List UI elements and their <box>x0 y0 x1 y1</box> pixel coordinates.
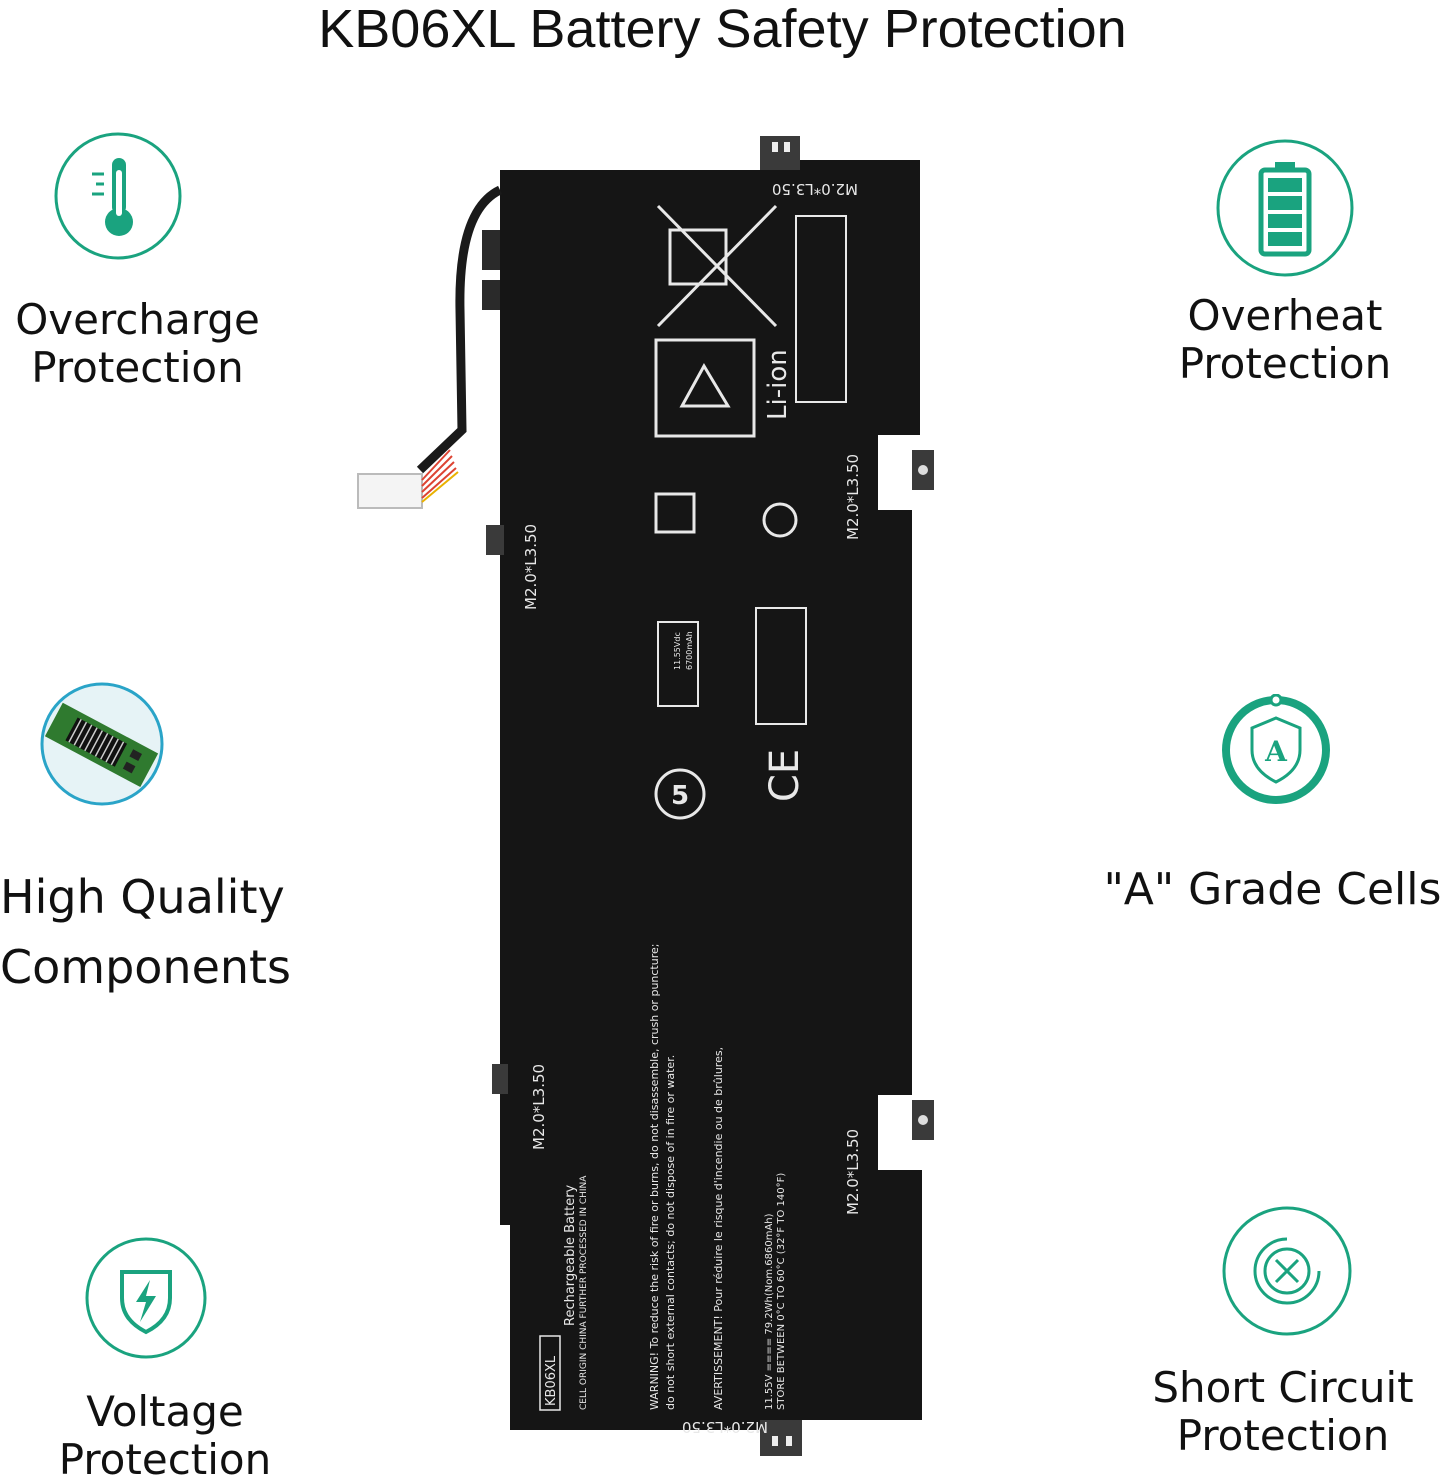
short-circuit-icon <box>1222 1206 1352 1336</box>
svg-text:5: 5 <box>671 781 689 811</box>
circuit-board-icon <box>40 682 164 806</box>
lightning-shield-icon <box>85 1237 207 1359</box>
grade-a-shield-icon: A <box>1222 694 1330 804</box>
pse-spec-capacity: 6700mAh <box>685 631 694 670</box>
battery-model-label: KB06XL <box>544 1355 559 1406</box>
screw-label-left-bottom: M2.0*L3.50 <box>530 1064 548 1150</box>
french-warning-text: AVERTISSEMENT! Pour réduire le risque d'… <box>712 1047 725 1410</box>
battery-icon <box>1216 139 1354 277</box>
battery-body <box>500 160 922 1430</box>
overheat-label: Overheat Protection <box>1178 291 1392 388</box>
warning-text: WARNING! To reduce the risk of fire or b… <box>648 944 661 1410</box>
battery-pack-image: Li-ion M2.0*L3.50 M2.0*L3.50 M2.0*L3.50 … <box>357 136 934 1456</box>
screw-label-bottom: M2.0*L3.50 <box>682 1418 768 1436</box>
page-title: KB06XL Battery Safety Protection <box>318 0 1127 59</box>
svg-text:A: A <box>1264 735 1288 768</box>
storage-temp-text: STORE BETWEEN 0°C TO 60°C (32°F TO 140°F… <box>776 1173 787 1410</box>
svg-text:CE: CE <box>762 749 808 802</box>
cell-origin-text: CELL ORIGIN CHINA FURTHER PROCESSED IN C… <box>579 1175 589 1410</box>
battery-type-label: Rechargeable Battery <box>563 1184 578 1326</box>
short-circuit-label: Short Circuit Protection <box>1152 1363 1414 1460</box>
screw-label-top: M2.0*L3.50 <box>772 180 858 198</box>
overcharge-label: Overcharge Protection <box>15 295 260 392</box>
warning-text-2: do not short external contacts; do not d… <box>664 1055 677 1410</box>
voltage-label: Voltage Protection <box>58 1387 272 1484</box>
a-grade-cells-label: "A" Grade Cells <box>1103 864 1442 915</box>
screw-label-right-top: M2.0*L3.50 <box>844 454 862 540</box>
pse-spec-voltage: 11.55Vdc <box>673 632 682 670</box>
thermometer-icon <box>54 132 182 260</box>
battery-chem-label: Li-ion <box>763 349 793 420</box>
screw-label-left-top: M2.0*L3.50 <box>522 524 540 610</box>
high-quality-label: High Quality Components <box>0 870 292 994</box>
battery-rating-text: 11.55V ==== 79.2Wh(Nom.6860mAh) <box>764 1213 775 1410</box>
screw-label-right-bottom: M2.0*L3.50 <box>844 1129 862 1215</box>
